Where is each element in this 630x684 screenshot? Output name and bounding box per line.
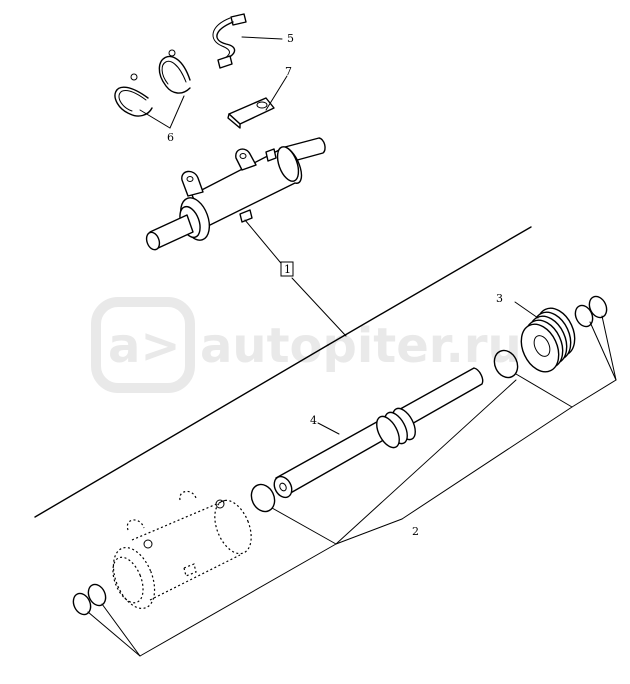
leader-2-left [87,379,573,657]
hose-tube: 5 [212,13,294,69]
leader-1 [244,219,347,337]
callout-6-label: 6 [167,131,174,144]
callout-3-label: 3 [496,292,503,305]
piston: 3 [496,292,576,373]
callout-4-label: 4 [310,414,317,427]
watermark: a> autopiter.ru [91,297,522,393]
spring-clips: 6 [114,49,191,144]
background-plane-lines [34,226,532,518]
callout-5-label: 5 [287,32,294,45]
callout-1: 1 [280,261,294,277]
cylinder-assembly [145,137,326,251]
watermark-text: autopiter.ru [200,318,522,374]
seal-rings-left [72,583,107,616]
callout-2-label: 2 [412,525,419,538]
seal-ring-rod [250,483,276,513]
callout-7-label: 7 [285,65,292,78]
watermark-logo-glyph: a> [108,318,181,374]
cylinder-barrel [112,490,252,610]
leader-2-right [515,315,617,408]
piston-rod: 4 [273,367,484,499]
callout-1-label: 1 [284,263,291,276]
bracket: 7 [227,65,292,129]
watermark-logo-box [91,297,195,393]
